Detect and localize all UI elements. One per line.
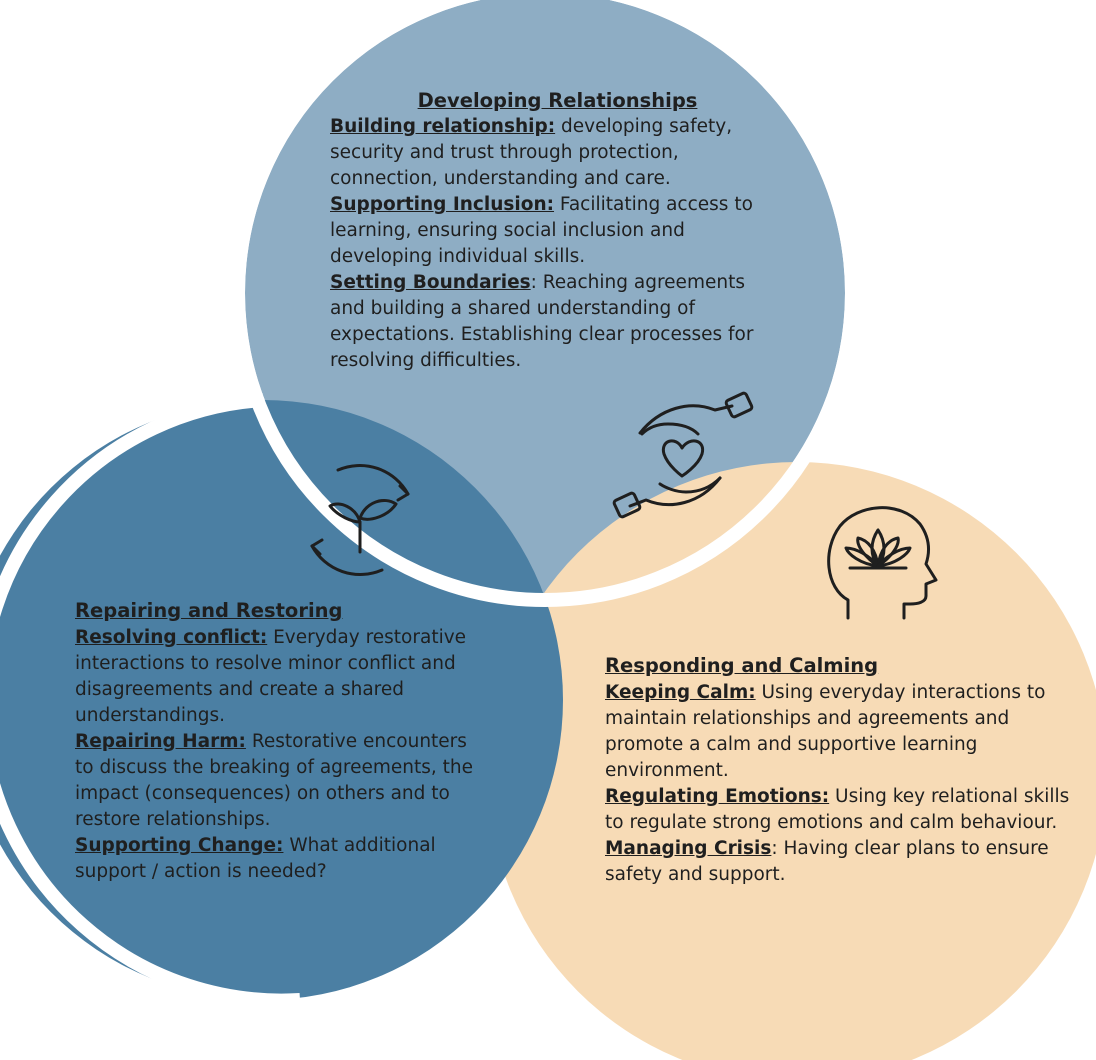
repairing-restoring-title: Repairing and Restoring [75, 599, 343, 622]
keeping-calm-item: Keeping Calm: Using everyday interaction… [605, 680, 1075, 784]
cycle-arc-bottom [310, 544, 384, 576]
circle-gaps-2 [0, 393, 301, 1008]
lower-hand-cuff [612, 491, 642, 519]
sprout-cycle-icon [310, 464, 410, 576]
keeping-calm-term: Keeping Calm: [605, 682, 756, 703]
hands-heart-icon [612, 391, 754, 519]
regulating-emotions-text: Using key relational skills to regulate … [605, 786, 1070, 833]
repairing-restoring-block: Repairing and Restoring Resolving confli… [75, 598, 475, 885]
resolving-conflict-term: Resolving conflict: [75, 627, 268, 648]
responding-calming-block: Responding and Calming Keeping Calm: Usi… [605, 653, 1075, 888]
resolving-conflict-text: Everyday restorative interactions to res… [75, 627, 467, 726]
left-circle-repairing [0, 400, 563, 1000]
building-relationship-term: Building relationship: [330, 116, 556, 137]
setting-boundaries-item: Setting Boundaries: Reaching agreements … [330, 270, 785, 374]
responding-calming-title: Responding and Calming [605, 654, 879, 677]
head-outline [827, 506, 938, 620]
managing-crisis-text: : Having clear plans to ensure safety an… [605, 838, 1049, 885]
supporting-change-item: Supporting Change: What additional suppo… [75, 833, 475, 885]
repairing-harm-term: Repairing Harm: [75, 731, 246, 752]
sprout-leaf-left [328, 502, 362, 524]
upper-hand-arm [638, 404, 734, 435]
repairing-harm-item: Repairing Harm: Restorative encounters t… [75, 729, 475, 833]
regulating-emotions-term: Regulating Emotions: [605, 786, 830, 807]
circle-gaps [231, 0, 859, 607]
top-circle-gap [231, 0, 859, 607]
cycle-arc-top [336, 464, 410, 496]
lower-hand-arm [628, 476, 722, 508]
building-relationship-text: developing safety, security and trust th… [330, 116, 733, 189]
head-lotus-icon [827, 506, 938, 620]
lotus-petal-far-left [844, 546, 880, 568]
supporting-inclusion-text: Facilitating access to learning, ensurin… [330, 194, 753, 267]
keeping-calm-text: Using everyday interactions to maintain … [605, 682, 1046, 781]
supporting-change-term: Supporting Change: [75, 835, 284, 856]
cycle-arrow-top [396, 484, 410, 502]
cycle-arrow-bottom [310, 538, 324, 556]
supporting-inclusion-item: Supporting Inclusion: Facilitating acces… [330, 192, 785, 270]
lotus-petal-far-right [876, 546, 912, 568]
right-circle-responding [487, 462, 1096, 1060]
sprout-leaf-right [358, 499, 398, 521]
setting-boundaries-term: Setting Boundaries [330, 272, 531, 293]
building-relationship-item: Building relationship: developing safety… [330, 114, 785, 192]
upper-hand-cuff [724, 391, 754, 419]
managing-crisis-item: Managing Crisis: Having clear plans to e… [605, 836, 1075, 888]
upper-hand-fingers [640, 422, 700, 436]
managing-crisis-term: Managing Crisis [605, 838, 772, 859]
regulating-emotions-item: Regulating Emotions: Using key relationa… [605, 784, 1075, 836]
lower-hand-fingers [658, 476, 722, 494]
setting-boundaries-text: : Reaching agreements and building a sha… [330, 272, 754, 371]
resolving-conflict-item: Resolving conflict: Everyday restorative… [75, 625, 475, 729]
left-circle-gap [0, 393, 301, 1008]
supporting-inclusion-term: Supporting Inclusion: [330, 194, 555, 215]
developing-relationships-block: Developing Relationships Building relati… [330, 88, 785, 374]
heart-shape [661, 439, 705, 478]
developing-relationships-title: Developing Relationships [417, 89, 698, 112]
supporting-change-text: What additional support / action is need… [75, 835, 436, 882]
repairing-harm-text: Restorative encounters to discuss the br… [75, 731, 474, 830]
